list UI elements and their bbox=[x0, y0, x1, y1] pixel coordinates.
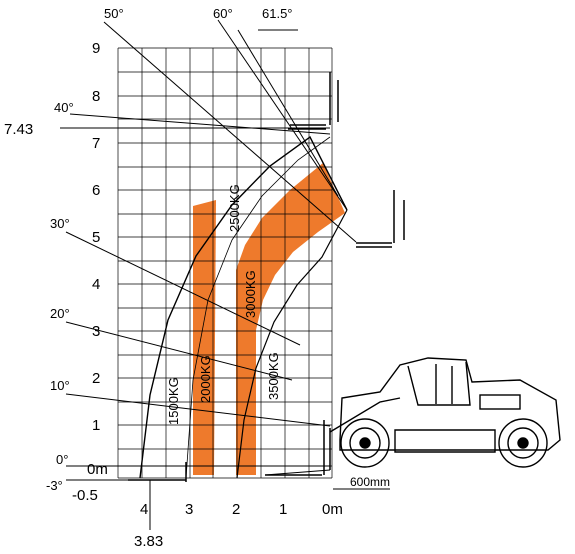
load-label-3000kg: 3000KG bbox=[243, 270, 258, 318]
angle-61-5: 61.5° bbox=[262, 6, 293, 21]
load-label-1500kg: 1500KG bbox=[166, 377, 181, 425]
fork-icons bbox=[128, 72, 405, 482]
telehandler-icon bbox=[329, 357, 561, 468]
max-height-value: 7.43 bbox=[4, 121, 33, 138]
offset-value: 600mm bbox=[350, 475, 390, 489]
x-tick-2: 2 bbox=[232, 501, 240, 518]
envelope-inner bbox=[236, 209, 348, 479]
y-tick-neg-0-5: -0.5 bbox=[72, 487, 98, 504]
x-tick-0m: 0m bbox=[322, 501, 343, 518]
angle-neg-3: -3° bbox=[46, 478, 63, 493]
x-tick-4: 4 bbox=[140, 501, 148, 518]
angle-20: 20° bbox=[50, 306, 70, 321]
load-label-2000kg: 2000KG bbox=[198, 355, 213, 403]
angle-50: 50° bbox=[104, 6, 124, 21]
max-reach-value: 3.83 bbox=[134, 533, 163, 550]
angle-30: 30° bbox=[50, 216, 70, 231]
y-tick-7: 7 bbox=[92, 135, 100, 152]
y-tick-9: 9 bbox=[92, 40, 100, 57]
load-band-3000kg bbox=[236, 163, 345, 475]
y-tick-8: 8 bbox=[92, 88, 100, 105]
y-tick-2: 2 bbox=[92, 370, 100, 387]
x-tick-3: 3 bbox=[185, 501, 193, 518]
angle-0: 0° bbox=[56, 452, 68, 467]
y-tick-6: 6 bbox=[92, 182, 100, 199]
envelope-mid bbox=[185, 136, 331, 479]
load-label-3500kg: 3500KG bbox=[266, 352, 281, 400]
y-tick-0m: 0m bbox=[87, 461, 108, 478]
x-tick-1: 1 bbox=[279, 501, 287, 518]
angle-10: 10° bbox=[50, 378, 70, 393]
load-label-2500kg: 2500KG bbox=[227, 184, 242, 232]
envelope-outer bbox=[139, 135, 348, 479]
angle-lines bbox=[60, 19, 357, 530]
load-band-2000kg bbox=[193, 200, 216, 475]
angle-60: 60° bbox=[213, 6, 233, 21]
angle-40: 40° bbox=[54, 100, 74, 115]
y-tick-5: 5 bbox=[92, 229, 100, 246]
y-tick-4: 4 bbox=[92, 276, 100, 293]
y-tick-1: 1 bbox=[92, 417, 100, 434]
y-tick-3: 3 bbox=[92, 323, 100, 340]
